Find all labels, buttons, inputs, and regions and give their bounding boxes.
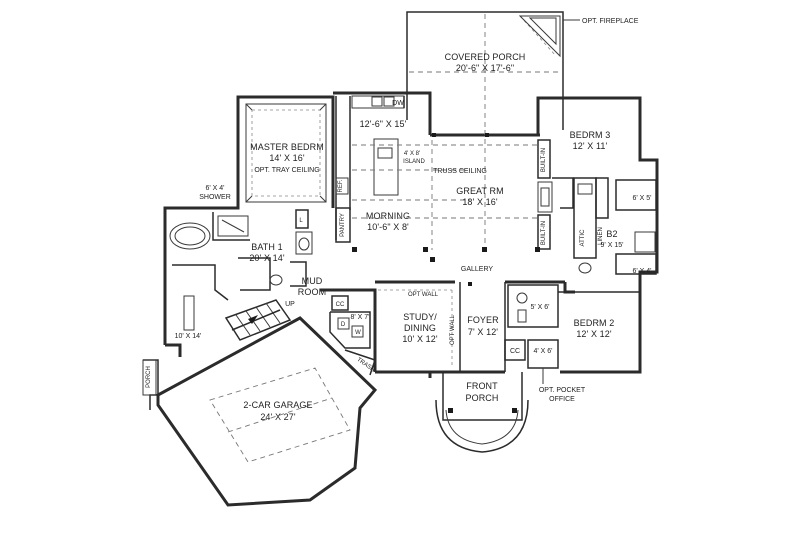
bedroom-2: BEDRM 2 12' X 12' — [558, 291, 640, 339]
bath-2-area: ATTIC LINEN 6' X 5' B2 9' X 15' 6' X 4' — [573, 177, 657, 275]
master-bedrm-dims: 14' X 16' — [269, 153, 305, 163]
island-dims: 4' X 8' — [404, 151, 420, 157]
mud-room-name-2: ROOM — [298, 287, 326, 297]
bedrm2-name: BEDRM 2 — [574, 318, 615, 328]
powder-dims: 5' X 6' — [530, 304, 549, 311]
pantry-label: PANTRY — [340, 213, 346, 237]
master-bedrm-note: OPT. TRAY CEILING — [254, 167, 319, 174]
foyer-dims: 7' X 12' — [468, 327, 498, 337]
dishwasher-label: DW — [392, 100, 404, 107]
great-rm-dims: 18' X 16' — [462, 197, 498, 207]
garage-name: 2-CAR GARAGE — [243, 400, 312, 410]
kitchen-dims: 12'-6" X 15' — [360, 119, 407, 129]
dryer-label: D — [341, 322, 346, 328]
gallery-label: GALLERY — [461, 266, 493, 273]
pocket-office-dims: 4' X 6' — [533, 348, 552, 355]
study-name-2: DINING — [404, 323, 436, 333]
l-closet-label: L — [299, 218, 303, 224]
study-dining: OPT WALL OPT WALL STUDY/ DINING 10' X 12… — [378, 282, 461, 372]
b2-name: B2 — [606, 229, 617, 239]
truss-ceiling-label: TRUSS CEILING — [433, 168, 487, 175]
laundry-dims: 8' X 7' — [350, 314, 369, 321]
mud-room: MUD ROOM UP CC — [224, 276, 377, 372]
garage: PORCH 2-CAR GARAGE 24' X 27' — [142, 316, 378, 507]
attic-label: ATTIC — [580, 229, 586, 247]
bath3-dims: 6' X 5' — [632, 195, 651, 202]
bath-b-dims: 6' X 4' — [632, 268, 651, 275]
front-porch: FRONT PORCH — [435, 372, 529, 453]
shower-name: SHOWER — [199, 194, 231, 201]
morning-room: PANTRY MORNING 10'-6" X 8' — [335, 169, 470, 243]
study-dims: 10' X 12' — [402, 334, 438, 344]
bath1-name: BATH 1 — [251, 242, 282, 252]
great-rm-name: GREAT RM — [456, 186, 503, 196]
linen-label: LINEN — [598, 227, 604, 245]
mud-room-name-1: MUD — [302, 276, 323, 286]
opt-wall-horizontal-label: OPT WALL — [408, 292, 439, 298]
pocket-office: 4' X 6' OPT. POCKET OFFICE — [527, 339, 586, 403]
porch-labels: COVERED PORCH 20'-6" X 17'-6" OPT. FIREP… — [445, 18, 639, 73]
powder-room: 5' X 6' — [507, 284, 559, 328]
gallery: GALLERY — [375, 257, 575, 294]
pocket-office-line1: OPT. POCKET — [539, 387, 586, 394]
washer-label: W — [355, 330, 361, 336]
island-name: ISLAND — [403, 159, 425, 165]
covered-porch-dims: 20'-6" X 17'-6" — [456, 63, 514, 73]
pocket-office-line2: OFFICE — [549, 396, 575, 403]
shower-dims: 6' X 4' — [205, 185, 224, 192]
foyer-name: FOYER — [467, 315, 499, 325]
foyer: FOYER 7' X 12' CC — [467, 282, 526, 372]
front-porch-name-2: PORCH — [465, 393, 498, 403]
great-room: TRUSS CEILING GREAT RM 18' X 16' BUILT-I… — [352, 130, 553, 255]
fridge-label: REF. — [338, 179, 344, 192]
kitchen: DW 12'-6" X 15' 4' X 8' ISLAND REF. — [335, 95, 425, 240]
bath1-dims: 20' X 14' — [249, 253, 285, 263]
garage-dims: 24' X 27' — [260, 412, 296, 422]
built-in-upper-label: BUILT-IN — [541, 148, 547, 172]
bedrm3-name: BEDRM 3 — [570, 130, 611, 140]
master-bedroom: MASTER BEDRM 14' X 16' OPT. TRAY CEILING — [245, 103, 327, 203]
exterior-walls — [163, 91, 659, 378]
closet-dims: 10' X 14' — [175, 333, 202, 340]
covered-porch-outline — [406, 11, 580, 130]
master-bedrm-name: MASTER BEDRM — [250, 142, 324, 152]
cc-mud-label: CC — [336, 302, 345, 308]
walk-in-closet: 10' X 14' — [172, 264, 229, 340]
front-porch-name-1: FRONT — [466, 381, 498, 391]
covered-porch-name: COVERED PORCH — [445, 52, 526, 62]
bedrm3-dims: 12' X 11' — [573, 141, 608, 151]
bedroom-3: BEDRM 3 12' X 11' — [552, 130, 611, 209]
laundry: D W 8' X 7' TRASH — [329, 311, 376, 376]
b2-dims: 9' X 15' — [601, 242, 624, 249]
morning-name: MORNING — [366, 211, 410, 221]
study-name-1: STUDY/ — [403, 312, 437, 322]
opt-fireplace-label: OPT. FIREPLACE — [582, 18, 639, 25]
opt-wall-vertical-label: OPT WALL — [450, 314, 456, 345]
bedrm2-dims: 12' X 12' — [576, 329, 612, 339]
up-label: UP — [285, 301, 295, 308]
morning-dims: 10'-6" X 8' — [367, 222, 409, 232]
side-porch-label: PORCH — [146, 366, 152, 388]
bath-1: 6' X 4' SHOWER L BATH 1 20' X 14' — [169, 185, 313, 291]
cc-foyer-label: CC — [510, 348, 520, 355]
built-in-lower-label: BUILT-IN — [541, 221, 547, 245]
